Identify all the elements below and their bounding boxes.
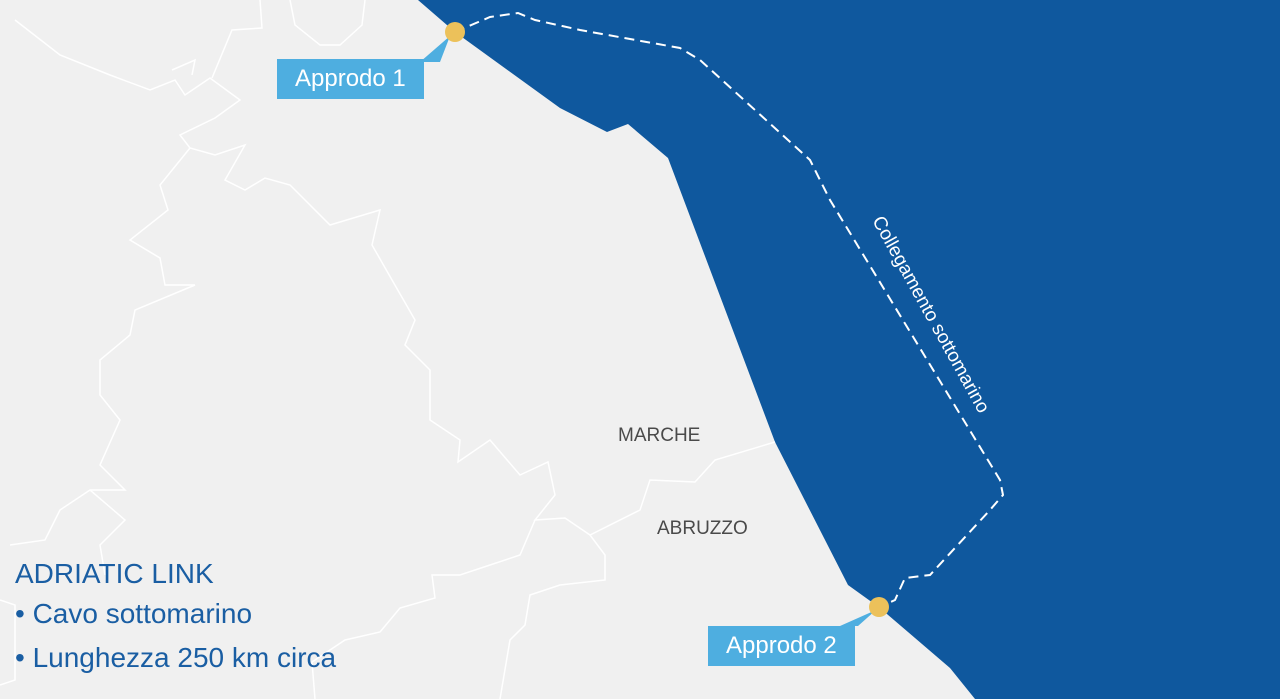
- legend-item: • Lunghezza 250 km circa: [15, 642, 337, 673]
- landing-callout-1: Approdo 1: [277, 59, 424, 99]
- landing-point-1[interactable]: [445, 22, 465, 42]
- callout-pointer-1: [420, 36, 450, 62]
- callout-pointer-2: [840, 610, 876, 626]
- cable-route: [454, 11, 1005, 608]
- landing-callout-2: Approdo 2: [708, 626, 855, 666]
- region-label-abruzzo: ABRUZZO: [657, 518, 748, 539]
- legend: ADRIATIC LINK • Cavo sottomarino • Lungh…: [15, 556, 336, 680]
- adriatic-sea: [418, 0, 1280, 699]
- region-label-marche: MARCHE: [618, 425, 701, 446]
- region-borders: [0, 0, 776, 699]
- legend-title: ADRIATIC LINK: [15, 558, 214, 589]
- legend-item: • Cavo sottomarino: [15, 598, 253, 629]
- landing-point-2[interactable]: [869, 597, 889, 617]
